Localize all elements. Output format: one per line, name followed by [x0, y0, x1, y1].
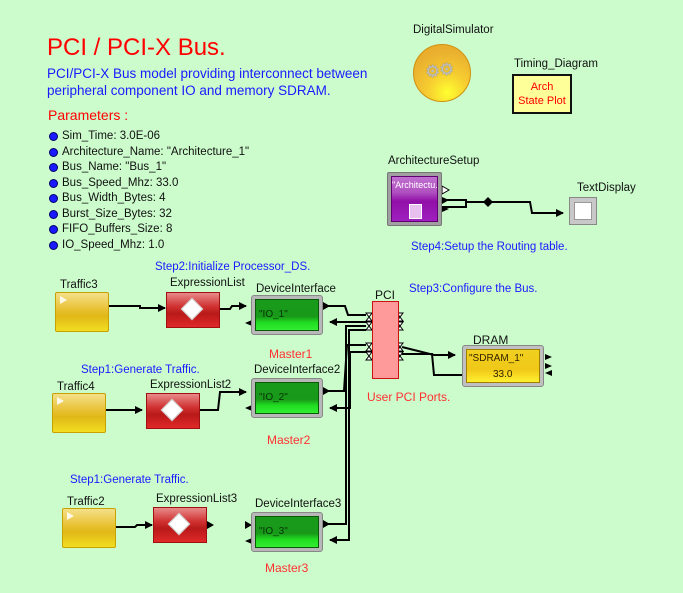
- bullet-icon: [49, 178, 58, 188]
- play-icon: [57, 397, 64, 405]
- pci-block[interactable]: [372, 301, 399, 379]
- step3-label: Step3:Configure the Bus.: [409, 283, 538, 295]
- expr2-label: ExpressionList2: [150, 379, 232, 391]
- traffic2-block[interactable]: [62, 508, 116, 548]
- document-icon: [409, 204, 422, 219]
- port-icon: [323, 387, 330, 395]
- port-icon: [245, 405, 252, 411]
- expression-list3-block[interactable]: [153, 507, 207, 543]
- wire: [323, 325, 366, 525]
- parameter-item[interactable]: IO_Speed_Mhz: 1.0: [49, 238, 249, 254]
- wire: [395, 350, 465, 376]
- bullet-icon: [49, 194, 58, 204]
- bullet-icon: [49, 209, 58, 219]
- text-display-label: TextDisplay: [577, 182, 636, 194]
- timing-line2: State Plot: [518, 95, 566, 107]
- port-icon: [245, 521, 252, 529]
- traffic4-block[interactable]: [52, 393, 106, 433]
- wire: [108, 304, 166, 312]
- port-icon: [207, 521, 214, 529]
- bullet-icon: [49, 163, 58, 173]
- port-icon: [545, 363, 552, 369]
- dev1-label: DeviceInterface: [256, 283, 336, 295]
- parameter-item[interactable]: Bus_Name: "Bus_1": [49, 160, 249, 176]
- dev3-label: DeviceInterface3: [255, 498, 342, 510]
- bullet-icon: [49, 240, 58, 250]
- port-icon: [245, 538, 252, 544]
- bullet-icon: [49, 225, 58, 235]
- master3-label: Master3: [265, 561, 309, 575]
- diamond-icon: [160, 398, 184, 422]
- wire: [401, 346, 456, 359]
- step1b-label: Step1:Generate Traffic.: [70, 474, 189, 486]
- pci-caption: User PCI Ports.: [367, 390, 451, 404]
- port-icon: [545, 370, 552, 376]
- bullet-icon: [49, 147, 58, 157]
- bullet-icon: [49, 132, 58, 142]
- traffic3-label: Traffic3: [60, 279, 98, 291]
- master2-label: Master2: [267, 433, 311, 447]
- port-icon: [442, 197, 449, 204]
- digital-simulator-block[interactable]: ⚙ ⚙: [413, 44, 471, 102]
- expression-list2-block[interactable]: [146, 393, 200, 429]
- wire: [442, 199, 563, 213]
- parameter-item[interactable]: FIFO_Buffers_Size: 8: [49, 222, 249, 238]
- traffic4-label: Traffic4: [57, 381, 95, 393]
- parameter-item[interactable]: Bus_Width_Bytes: 4: [49, 191, 249, 207]
- gear-icon: ⚙: [425, 62, 441, 81]
- play-icon: [67, 512, 74, 520]
- port-icon: [245, 320, 252, 326]
- device-interface-block[interactable]: "IO_1": [251, 295, 323, 335]
- master1-label: Master1: [269, 347, 313, 361]
- diamond-icon: [167, 512, 191, 536]
- step1a-label: Step1:Generate Traffic.: [81, 364, 200, 376]
- architecture-setup-block[interactable]: "Architectu...: [387, 172, 442, 226]
- parameters-list: Sim_Time: 3.0E-06 Architecture_Name: "Ar…: [49, 129, 249, 253]
- step4-label: Step4:Setup the Routing table.: [411, 241, 568, 253]
- port-icon: [323, 302, 330, 310]
- play-icon: [60, 296, 67, 304]
- gear-icon: ⚙: [439, 60, 455, 79]
- wire: [198, 388, 247, 411]
- parameter-item[interactable]: Architecture_Name: "Architecture_1": [49, 145, 249, 161]
- timing-diagram-label: Timing_Diagram: [514, 58, 598, 70]
- text-display-block[interactable]: [569, 197, 597, 225]
- expression-list-block[interactable]: [166, 292, 220, 328]
- wire: [329, 329, 366, 544]
- junction-icon: [483, 197, 493, 207]
- expr1-label: ExpressionList: [170, 277, 245, 289]
- device-interface3-block[interactable]: "IO_3": [251, 512, 323, 552]
- timing-diagram-block[interactable]: Arch State Plot: [512, 74, 572, 114]
- traffic2-label: Traffic2: [67, 496, 105, 508]
- digital-simulator-label: DigitalSimulator: [413, 24, 494, 36]
- port-icon: [545, 354, 552, 360]
- dram-block[interactable]: "SDRAM_1" 33.0: [462, 345, 544, 387]
- diamond-icon: [180, 297, 204, 321]
- expr3-label: ExpressionList3: [156, 493, 238, 505]
- port-icon: [442, 206, 449, 212]
- timing-line1: Arch: [530, 81, 554, 93]
- dev2-label: DeviceInterface2: [254, 364, 341, 376]
- pci-label: PCI: [375, 288, 396, 302]
- step2-label: Step2:Initialize Processor_DS.: [155, 261, 311, 273]
- parameters-title: Parameters :: [48, 107, 129, 123]
- page-subtitle: PCI/PCI-X Bus model providing interconne…: [47, 66, 368, 98]
- dram-value: "SDRAM_1": [469, 353, 524, 364]
- parameter-item[interactable]: Sim_Time: 3.0E-06: [49, 129, 249, 145]
- wire: [220, 302, 247, 310]
- architecture-setup-label: ArchitectureSetup: [388, 155, 480, 167]
- port-icon: [323, 520, 330, 528]
- wire: [323, 305, 366, 316]
- wire: [112, 521, 153, 529]
- dram-label: DRAM: [473, 333, 509, 347]
- traffic3-block[interactable]: [55, 292, 109, 332]
- parameter-item[interactable]: Burst_Size_Bytes: 32: [49, 207, 249, 223]
- parameter-item[interactable]: Bus_Speed_Mhz: 33.0: [49, 176, 249, 192]
- page-title: PCI / PCI-X Bus.: [47, 34, 226, 61]
- port-icon: [441, 185, 451, 195]
- device-interface2-block[interactable]: "IO_2": [251, 378, 323, 418]
- dram-speed: 33.0: [493, 369, 513, 380]
